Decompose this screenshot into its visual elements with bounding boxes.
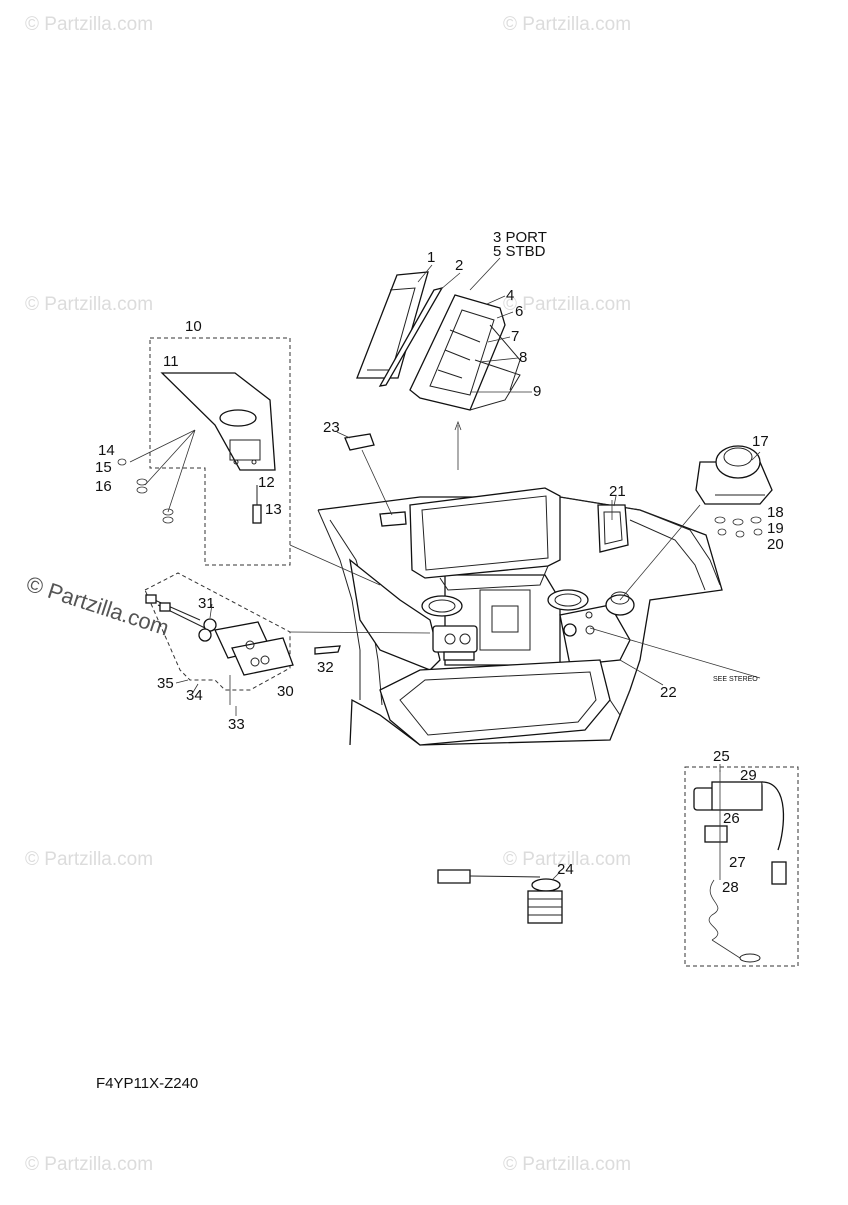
- callout-31: 31: [198, 595, 215, 612]
- callout-18: 18: [767, 504, 784, 521]
- callout-13: 13: [265, 501, 282, 518]
- callout-10: 10: [185, 318, 202, 335]
- watermark-bottom-right: © Partzilla.com: [503, 1154, 631, 1175]
- watermark-top-left: © Partzilla.com: [25, 14, 153, 35]
- callout-15: 15: [95, 459, 112, 476]
- callouts: 1 2 3 PORT 5 STBD 4 6 7 8 9 10 11 12 13 …: [95, 229, 784, 896]
- callout-29: 29: [740, 767, 757, 784]
- leader-lines: [175, 257, 761, 881]
- callout-21: 21: [609, 483, 626, 500]
- callout-6: 6: [515, 303, 523, 320]
- watermark-bottom-left: © Partzilla.com: [25, 1154, 153, 1175]
- callout-28: 28: [722, 879, 739, 896]
- callout-4: 4: [506, 287, 514, 304]
- callout-30: 30: [277, 683, 294, 700]
- callout-12: 12: [258, 474, 275, 491]
- watermark-low-left: © Partzilla.com: [25, 849, 153, 870]
- panel-assembly: [117, 337, 381, 586]
- watermark-strong: © Partzilla.com: [23, 571, 172, 641]
- callout-23: 23: [323, 419, 340, 436]
- callout-33: 33: [228, 716, 245, 733]
- see-stereo-note: SEE STEREO: [713, 676, 758, 683]
- callout-20: 20: [767, 536, 784, 553]
- watermark-top-right: © Partzilla.com: [503, 14, 631, 35]
- callout-11: 11: [163, 353, 179, 370]
- drawing-code: F4YP11X-Z240: [96, 1075, 199, 1092]
- callout-8: 8: [519, 349, 527, 366]
- callout-34: 34: [186, 687, 203, 704]
- watermark-mid-left: © Partzilla.com: [25, 294, 153, 315]
- callout-22: 22: [660, 684, 677, 701]
- callout-9: 9: [533, 383, 541, 400]
- switch-harness: [144, 572, 431, 705]
- callout-19: 19: [767, 520, 784, 537]
- part-24-sensor: [437, 869, 563, 924]
- dashboard-console: [317, 487, 723, 746]
- callout-32: 32: [317, 659, 334, 676]
- callout-3: 3 PORT: [493, 229, 547, 246]
- watermark-low-right: © Partzilla.com: [503, 849, 631, 870]
- callout-35: 35: [157, 675, 174, 692]
- callout-1: 1: [427, 249, 435, 266]
- part-25-assembly: [684, 766, 799, 967]
- callout-26: 26: [723, 810, 740, 827]
- meter-assembly: [356, 271, 521, 470]
- throttle-lever: [619, 445, 773, 601]
- callout-5: 5 STBD: [493, 243, 546, 260]
- watermark-mid-right: © Partzilla.com: [503, 294, 631, 315]
- callout-24: 24: [557, 861, 574, 878]
- callout-16: 16: [95, 478, 112, 495]
- small-parts: [344, 433, 761, 679]
- callout-7: 7: [511, 328, 519, 345]
- callout-14: 14: [98, 442, 115, 459]
- callout-2: 2: [455, 257, 463, 274]
- callout-17: 17: [752, 433, 769, 450]
- callout-25: 25: [713, 748, 730, 765]
- callout-27: 27: [729, 854, 746, 871]
